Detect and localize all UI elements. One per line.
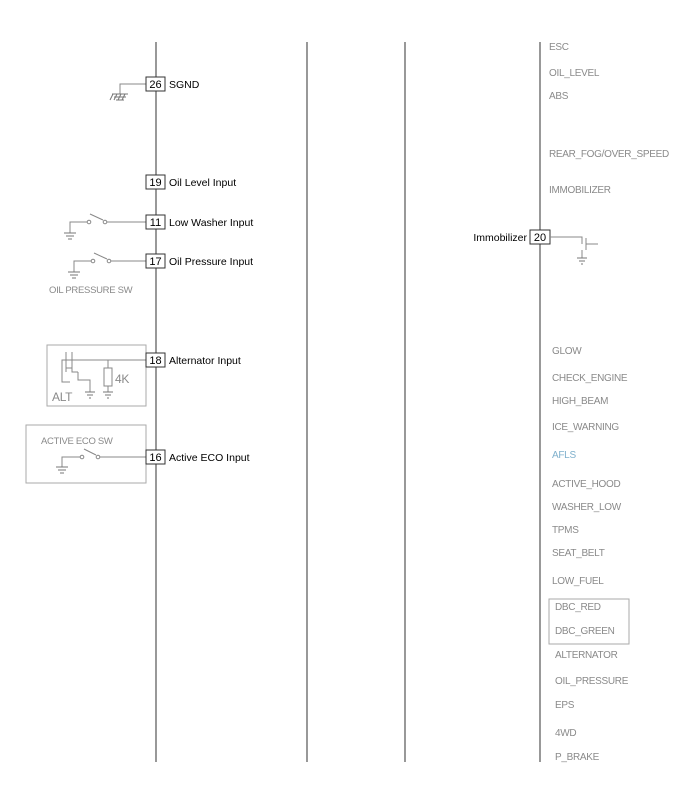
signal-label: DBC_GREEN	[555, 626, 615, 637]
pin-number: 11	[150, 217, 161, 229]
signal-label: ALTERNATOR	[555, 650, 618, 661]
pin-16-active-eco: ACTIVE ECO SW 16 Active ECO Input	[25, 424, 250, 484]
pin-label: SGND	[169, 79, 200, 91]
pin-19-oil-level: 19 Oil Level Input	[145, 174, 236, 190]
dbc-group-box	[548, 598, 630, 645]
signal-label: AFLS	[552, 450, 576, 461]
signal-list: ESC OIL_LEVEL ABS REAR_FOG/OVER_SPEED IMMOBI…	[549, 42, 669, 763]
pin-label: Low Washer Input	[169, 217, 253, 229]
signal-label: REAR_FOG/OVER_SPEED	[549, 149, 669, 160]
pin-label: Active ECO Input	[169, 452, 250, 464]
signal-label: HIGH_BEAM	[552, 396, 608, 407]
signal-label: DBC_RED	[555, 602, 601, 613]
oil-pressure-sw-label: OIL PRESSURE SW	[49, 285, 133, 296]
resistor-label: 4K	[115, 372, 129, 386]
pin-number: 19	[149, 177, 161, 189]
signal-label: EPS	[555, 700, 575, 711]
signal-label: CHECK_ENGINE	[552, 373, 628, 384]
pin-number: 17	[149, 256, 161, 268]
signal-label: IMMOBILIZER	[549, 185, 611, 196]
pin-11-low-washer: 11 Low Washer Input	[64, 213, 253, 240]
signal-label: LOW_FUEL	[552, 576, 604, 587]
signal-label: ESC	[549, 42, 569, 53]
signal-label: SEAT_BELT	[552, 548, 605, 559]
signal-label: ACTIVE_HOOD	[552, 479, 620, 490]
signal-label: P_BRAKE	[555, 752, 600, 763]
signal-label: WASHER_LOW	[552, 502, 622, 513]
alt-label: ALT	[52, 390, 73, 404]
active-eco-sw-label: ACTIVE ECO SW	[41, 436, 113, 447]
pin-number: 26	[149, 79, 161, 91]
pin-26-sgnd: 26 SGND	[109, 76, 200, 101]
active-eco-sw-box	[25, 424, 147, 484]
pin-label: Oil Level Input	[169, 177, 236, 189]
pin-17-oil-pressure: OIL PRESSURE SW 17 Oil Pressure Input	[49, 252, 253, 296]
signal-label: GLOW	[552, 346, 582, 357]
pin-label: Oil Pressure Input	[169, 256, 253, 268]
pin-number: 18	[149, 355, 161, 367]
alt-component-box	[46, 344, 147, 407]
pin-20-immobilizer: Immobilizer 20	[473, 229, 598, 265]
signal-label: ICE_WARNING	[552, 422, 619, 433]
signal-label: OIL_PRESSURE	[555, 676, 629, 687]
signal-label: ABS	[549, 91, 569, 102]
pin-label: Alternator Input	[169, 355, 241, 367]
signal-label: OIL_LEVEL	[549, 68, 600, 79]
pin-number: 20	[534, 232, 546, 244]
signal-label: 4WD	[555, 728, 576, 739]
signal-label: TPMS	[552, 525, 579, 536]
immobilizer-label: Immobilizer	[473, 232, 527, 244]
pin-number: 16	[149, 452, 161, 464]
pin-18-alternator: 4K ALT 18 Alternator Input	[46, 344, 241, 407]
